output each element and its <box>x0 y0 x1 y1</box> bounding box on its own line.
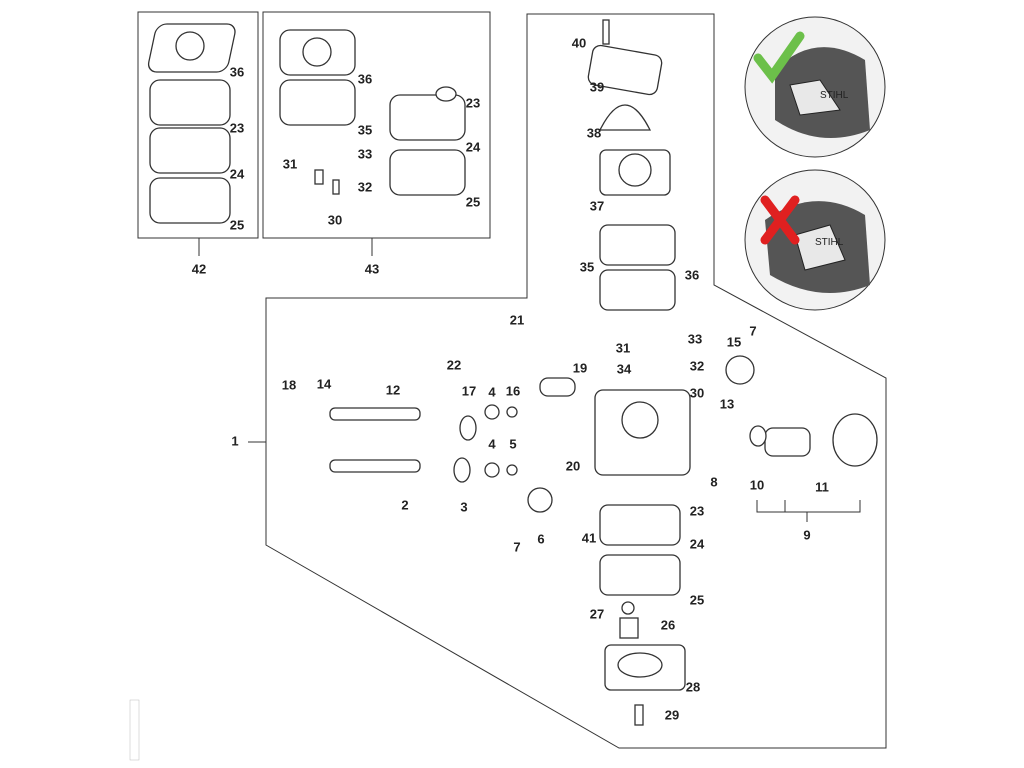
part-number-label: 24 <box>690 536 705 551</box>
part-number-label: 38 <box>587 125 601 140</box>
part-number-label: 7 <box>749 323 756 338</box>
part-number-label: 17 <box>462 383 476 398</box>
part-number-label: 26 <box>661 617 675 632</box>
part-number-label: 27 <box>590 606 604 621</box>
part-number-label: 7 <box>513 539 520 554</box>
part-number-label: 2 <box>401 497 408 512</box>
part-number-label: 11 <box>815 479 829 494</box>
part-number-label: 30 <box>328 212 342 227</box>
part-number-label: 36 <box>230 64 244 79</box>
part-number-label: 25 <box>690 592 704 607</box>
part-number-label: 5 <box>509 436 516 451</box>
part-number-label: 35 <box>580 259 594 274</box>
part-number-label: 3 <box>460 499 467 514</box>
kit-42-frame <box>137 11 259 239</box>
part-number-label: 10 <box>750 477 764 492</box>
part-number-label: 16 <box>506 383 520 398</box>
part-number-label: 4 <box>488 436 496 451</box>
part-number-label: 36 <box>685 267 699 282</box>
part-number-label: 41 <box>582 530 596 545</box>
gaskets-box42 <box>147 23 236 224</box>
part-number-label: 30 <box>690 385 704 400</box>
part-number-label: 33 <box>688 331 702 346</box>
part-number-label: 31 <box>616 340 630 355</box>
svg-text:STIHL: STIHL <box>815 237 844 248</box>
part-number-label: 18 <box>282 377 296 392</box>
part-number-label: 28 <box>686 679 700 694</box>
part-number-label: 6 <box>537 531 544 546</box>
drawing-code-mark <box>129 699 140 761</box>
part-number-label: 29 <box>665 707 679 722</box>
part-number-label: 15 <box>727 334 741 349</box>
part-number-label: 36 <box>358 71 372 86</box>
inset-wrong: STIHL <box>744 169 886 311</box>
part-number-label: 20 <box>566 458 580 473</box>
main-parts <box>329 19 878 726</box>
part-number-label: 25 <box>466 194 480 209</box>
green-check-icon <box>753 31 805 84</box>
gaskets-box43 <box>279 29 466 196</box>
red-cross-icon <box>760 195 800 245</box>
part-number-label: 19 <box>573 360 587 375</box>
part-number-label: 43 <box>365 261 379 276</box>
part-number-label: 23 <box>690 503 704 518</box>
part-number-label: 42 <box>192 261 206 276</box>
part-number-label: 4 <box>488 384 496 399</box>
part-number-label: 23 <box>230 120 244 135</box>
part-number-label: 32 <box>358 179 372 194</box>
part-number-label: 34 <box>617 361 632 376</box>
svg-text:STIHL: STIHL <box>820 90 849 101</box>
part-number-label: 39 <box>590 79 604 94</box>
part-number-label: 1 <box>231 433 238 448</box>
part-number-label: 8 <box>710 474 717 489</box>
part-number-label: 14 <box>317 376 332 391</box>
part-number-label: 24 <box>466 139 481 154</box>
inset-correct: STIHL <box>744 16 886 158</box>
part-number-label: 33 <box>358 146 372 161</box>
part-number-label: 21 <box>510 312 524 327</box>
part-number-label: 13 <box>720 396 734 411</box>
part-number-label: 37 <box>590 198 604 213</box>
part-number-label: 31 <box>283 156 297 171</box>
part-number-label: 40 <box>572 35 586 50</box>
part-number-label: 22 <box>447 357 461 372</box>
part-number-label: 23 <box>466 95 480 110</box>
part-number-label: 25 <box>230 217 244 232</box>
part-number-label: 24 <box>230 166 245 181</box>
part-number-label: 35 <box>358 122 372 137</box>
part-number-label: 32 <box>690 358 704 373</box>
assembly-1-frame <box>265 13 887 749</box>
part-number-label: 12 <box>386 382 400 397</box>
part-number-label: 9 <box>803 527 810 542</box>
kit-43-frame <box>262 11 491 239</box>
